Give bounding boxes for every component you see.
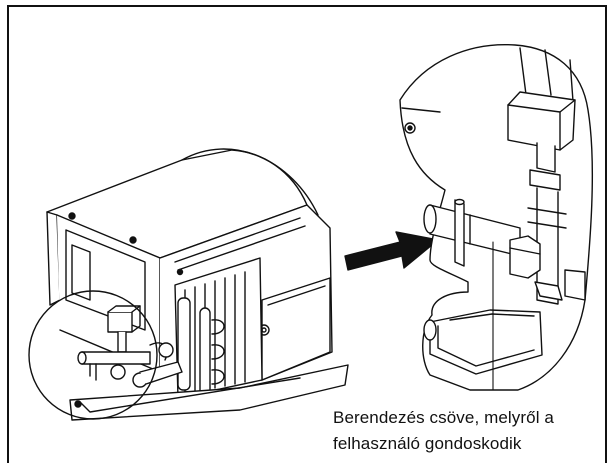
caption-line-1: Berendezés csöve, melyről a xyxy=(333,408,554,427)
diagram-frame xyxy=(7,5,607,463)
caption-line-2: felhasználó gondoskodik xyxy=(333,434,522,453)
piping-detail-view xyxy=(399,43,594,391)
right-arrow-icon xyxy=(344,231,439,271)
pipe-caption: Berendezés csöve, melyről a felhasználó … xyxy=(333,405,603,457)
indoor-unit-overview xyxy=(28,148,349,421)
detail-circle-icon xyxy=(28,290,158,420)
